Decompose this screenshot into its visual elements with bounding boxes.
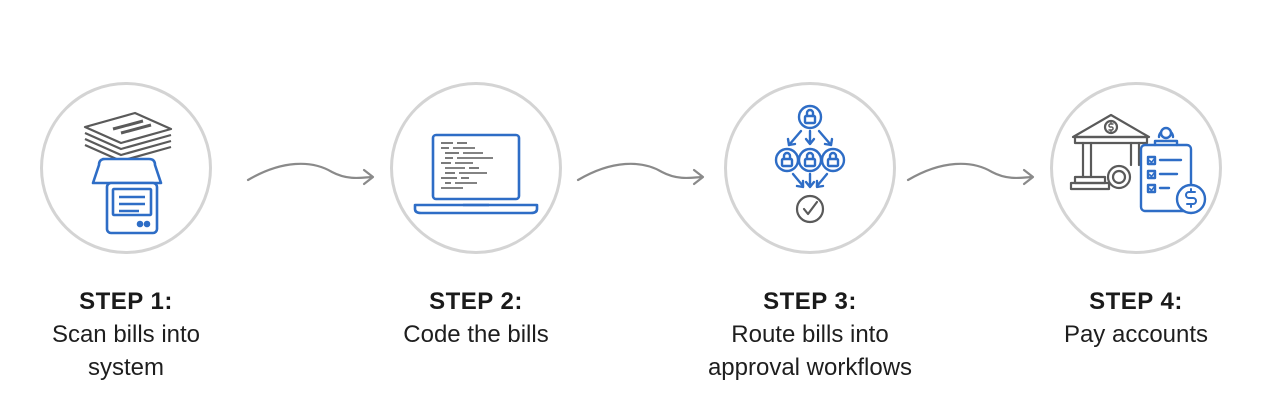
step-4-description-line-1: Pay accounts [1063, 321, 1209, 348]
step-2-circle [390, 82, 562, 254]
step-1-description: Scan bills into system [6, 318, 246, 384]
step-2: STEP 2: Code the bills [356, 82, 596, 351]
step-1-description-line-1: Scan bills into [51, 321, 201, 348]
step-4-description: Pay accounts [1016, 318, 1256, 351]
step-3-description-line-1: Route bills into [731, 321, 889, 348]
step-3-title: STEP 3: [763, 288, 857, 315]
scanner-with-bills-icon [83, 111, 173, 235]
arrow-step-3-to-4 [906, 162, 1035, 186]
step-3-description: Route bills into approval workflows [690, 318, 930, 384]
step-4-circle [1050, 82, 1222, 254]
step-1-title: STEP 1: [79, 288, 173, 315]
step-2-title: STEP 2: [429, 288, 523, 315]
bank-payment-checklist-icon [1069, 113, 1207, 215]
arrow-step-2-to-3 [576, 162, 705, 186]
laptop-code-icon [413, 133, 539, 215]
step-1: STEP 1: Scan bills into system [6, 82, 246, 384]
approval-workflow-icon [774, 104, 846, 224]
step-4: STEP 4: Pay accounts [1016, 82, 1256, 351]
step-3-circle [724, 82, 896, 254]
step-3: STEP 3: Route bills into approval workfl… [690, 82, 930, 384]
arrow-step-1-to-2 [246, 162, 375, 186]
step-2-description: Code the bills [356, 318, 596, 351]
step-1-circle [40, 82, 212, 254]
step-1-description-line-2: system [87, 354, 164, 381]
step-3-description-line-2: approval workflows [707, 354, 913, 381]
step-4-title: STEP 4: [1089, 288, 1183, 315]
step-2-description-line-1: Code the bills [403, 321, 549, 348]
